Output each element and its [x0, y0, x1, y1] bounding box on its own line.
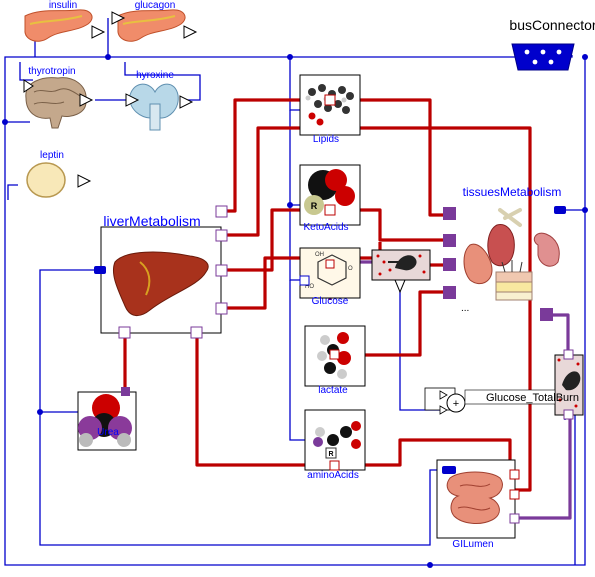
bus-gilumen-link [39, 412, 442, 546]
gilumen-port-glucose [509, 513, 520, 524]
bus-lipids-link [289, 57, 300, 111]
tissues-port-burn [540, 308, 553, 321]
liver-port-glucose [215, 264, 228, 277]
tissues-port-lactate [443, 286, 456, 299]
tissues-port-lipids [443, 207, 456, 220]
tissues-ellipsis: ... [461, 303, 469, 314]
tissues-bus-port [554, 206, 566, 214]
glucose-exchange-output [394, 279, 406, 294]
liver-bus-port [94, 266, 106, 274]
burn-bus-link [555, 394, 576, 565]
tissues-port-ketoacids [443, 234, 456, 247]
aminoacids-block[interactable]: R aminoAcids [304, 409, 366, 481]
leptin-label: leptin [40, 150, 64, 161]
glucose-port-blood [325, 259, 335, 269]
gilumen-burn-flow [515, 412, 572, 520]
liver-port-ketoacids [215, 229, 228, 242]
bus-right-line [4, 57, 586, 566]
glucose-o-label: O [348, 266, 353, 272]
liver-port-lipids [215, 205, 228, 218]
leptin-link [7, 184, 18, 200]
liver-label: liverMetabolism [103, 213, 200, 229]
bus-connector-label: busConnector [509, 17, 595, 33]
glucose-total-label: Glucose_TotalBurn [486, 392, 579, 404]
glucagon-output-icon [183, 25, 198, 39]
glucose-exchange-block[interactable] [371, 249, 431, 294]
gilumen-block[interactable]: GILumen [436, 459, 520, 550]
blood-flow-connections [123, 98, 532, 492]
liver-port-urea [118, 326, 131, 339]
bus-ketoacids-link [289, 110, 300, 206]
insulin-label: insulin [49, 0, 77, 11]
glucose-ho-label: HO [305, 284, 314, 290]
gilumen-bus-port [442, 466, 456, 474]
ketoacids-label: KetoAcids [303, 222, 348, 233]
lipids-label: Lipids [313, 134, 339, 145]
tissues-port-glucose [443, 258, 456, 271]
lactate-label: lactate [318, 385, 348, 396]
sum-symbol: + [453, 398, 459, 410]
glucose-burn-block[interactable] [554, 349, 584, 420]
glucagon-input-icon [111, 11, 126, 25]
lipids-block[interactable]: Lipids [299, 74, 361, 145]
bus-top-line [4, 55, 573, 122]
thyrotropin-input-link [19, 62, 33, 81]
bus-glucose-link [289, 205, 300, 281]
aminoacids-label: aminoAcids [307, 470, 359, 481]
lactate-block[interactable]: lactate [304, 325, 366, 396]
thyrotropin-output-icon [79, 93, 94, 107]
leptin-output-icon [77, 174, 92, 188]
thyroxine-output-icon [179, 95, 194, 109]
liver-port-aminoacids [190, 326, 203, 339]
liver-aminoacid-flow [195, 333, 512, 470]
glucose-total-sum[interactable]: + Glucose_TotalBurn [424, 387, 579, 415]
thyrotropin-block[interactable]: thyrotropin [23, 66, 94, 129]
insulin-block[interactable]: insulin [24, 0, 106, 42]
glucose-block[interactable]: OH HO O Glucose [299, 247, 361, 307]
burn-port-bottom [563, 409, 574, 420]
tissues-label: tissuesMetabolism [463, 185, 562, 199]
thyrotropin-label: thyrotropin [28, 66, 75, 77]
liver-block[interactable]: liverMetabolism [94, 205, 228, 339]
lipids-port [324, 94, 336, 106]
leptin-block[interactable]: leptin [26, 150, 92, 198]
glucagon-label: glucagon [135, 0, 176, 11]
thyroxine-label: hyroxine [136, 70, 174, 81]
urea-block[interactable]: Urea [77, 387, 137, 451]
liver-gilumen-flow [222, 126, 532, 492]
thyroxine-block[interactable]: hyroxine [125, 70, 194, 131]
gilumen-port-blood [509, 489, 520, 500]
glucose-oh-label: OH [315, 252, 324, 258]
aminoacids-r-label: R [328, 451, 333, 458]
ketoacids-port [324, 204, 336, 216]
insulin-output-icon [91, 25, 106, 39]
thyrotropin-input-icon [23, 79, 34, 93]
bus-aminoacids-link [289, 280, 305, 441]
glucagon-block[interactable]: glucagon [111, 0, 198, 42]
thyroxine-loop [124, 62, 201, 101]
burn-port-top [563, 349, 574, 360]
bus-liver-link [39, 269, 100, 412]
liver-lipids-flow [222, 98, 330, 213]
tissues-block[interactable]: ... tissuesMetabolism [443, 185, 566, 321]
lactate-tissue-flow [340, 290, 448, 357]
gilumen-label: GILumen [452, 539, 493, 550]
ketoacids-block[interactable]: R KetoAcids [299, 164, 361, 233]
urea-label: Urea [97, 427, 119, 438]
lactate-port [329, 349, 340, 360]
liver-port-lactate [215, 302, 228, 315]
aminoacids-port [329, 460, 340, 471]
ketoacids-r-label: R [311, 201, 318, 211]
glucose-port-signal [299, 275, 310, 286]
junction-dots [2, 54, 588, 568]
urea-port [121, 387, 130, 396]
gilumen-port-aminoacids [509, 469, 520, 480]
glucose-label: Glucose [312, 296, 349, 307]
lipids-tissue-flow [330, 98, 448, 217]
bus-connector[interactable]: busConnector [509, 17, 595, 71]
thyroxine-input-icon [125, 93, 140, 107]
